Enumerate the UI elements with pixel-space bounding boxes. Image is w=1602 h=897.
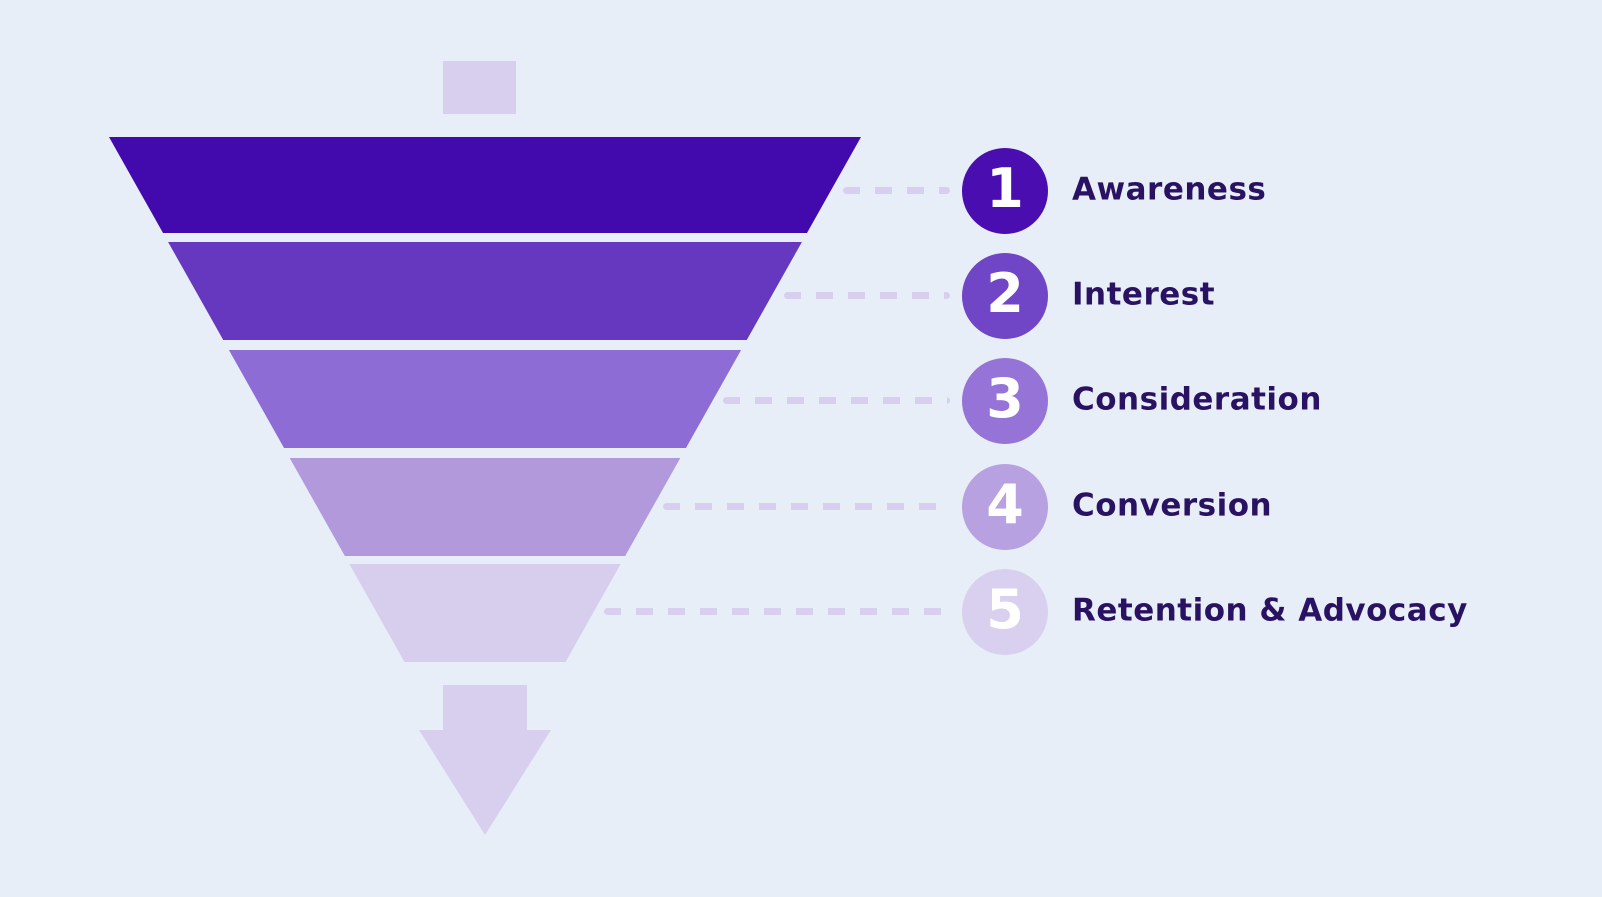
stage-label: Awareness xyxy=(1072,171,1267,208)
funnel-top-rect xyxy=(443,61,516,114)
stage-label: Consideration xyxy=(1072,381,1322,418)
stage-row-4: 4 Conversion xyxy=(0,464,1602,550)
stage-number-badge: 1 xyxy=(962,148,1048,234)
funnel-segment-5 xyxy=(349,564,621,662)
stage-number-badge: 2 xyxy=(962,253,1048,339)
connector-dashed-line xyxy=(723,397,950,404)
connector-dashed-line xyxy=(604,608,950,615)
funnel-segment-1 xyxy=(109,137,861,233)
funnel-segment-3 xyxy=(228,350,742,448)
stage-number-badge: 4 xyxy=(962,464,1048,550)
stage-number: 3 xyxy=(986,367,1024,430)
stage-number: 5 xyxy=(986,578,1024,641)
stage-number: 1 xyxy=(986,157,1024,220)
connector-dashed-line xyxy=(784,292,950,299)
connector-dashed-line xyxy=(663,503,950,510)
stage-label: Interest xyxy=(1072,276,1216,313)
down-arrow-icon xyxy=(419,685,551,835)
stage-number-badge: 5 xyxy=(962,569,1048,655)
stage-row-3: 3 Consideration xyxy=(0,358,1602,444)
stage-row-1: 1 Awareness xyxy=(0,148,1602,234)
stage-number-badge: 3 xyxy=(962,358,1048,444)
funnel-segment-2 xyxy=(168,242,802,340)
stage-number: 2 xyxy=(986,262,1024,325)
stage-label: Retention & Advocacy xyxy=(1072,592,1468,629)
stage-label: Conversion xyxy=(1072,487,1273,524)
stage-number: 4 xyxy=(986,473,1024,536)
stage-row-2: 2 Interest xyxy=(0,253,1602,339)
stage-row-5: 5 Retention & Advocacy xyxy=(0,569,1602,655)
connector-dashed-line xyxy=(843,187,950,194)
funnel-segment-4 xyxy=(289,458,681,556)
